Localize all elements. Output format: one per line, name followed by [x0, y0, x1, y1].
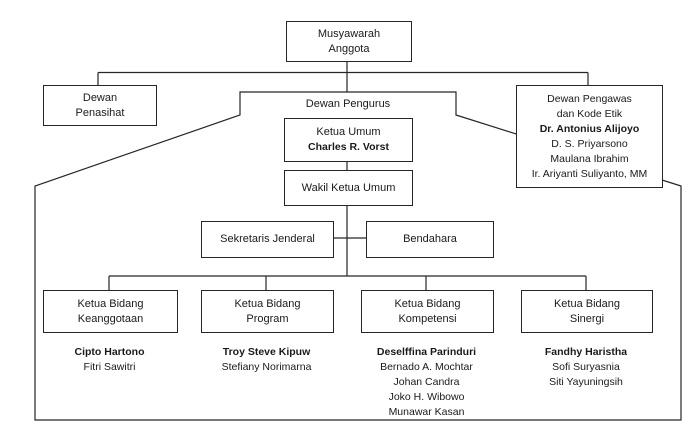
bidang-keanggotaan-box: Ketua Bidang Keanggotaan [43, 290, 178, 333]
penasihat-line2: Penasihat [75, 106, 125, 119]
bidang-sinergi-head: Fandhy Haristha [544, 346, 628, 358]
dewan-penasihat-box: Dewan Penasihat [43, 85, 157, 126]
bidang-keanggotaan-head: Cipto Hartono [74, 346, 145, 358]
bidang-kompetensi-member: Joko H. Wibowo [388, 391, 465, 403]
bidang-kompetensi-box: Ketua Bidang Kompetensi [361, 290, 494, 333]
bidang-keanggotaan-members: Cipto Hartono Fitri Sawitri [43, 345, 176, 375]
bidang-kompetensi-line1: Ketua Bidang [394, 298, 461, 311]
bidang-sinergi-box: Ketua Bidang Sinergi [521, 290, 653, 333]
bidang-keanggotaan-member: Fitri Sawitri [83, 361, 136, 373]
wakil-ketua-umum-label: Wakil Ketua Umum [301, 181, 396, 194]
musyawarah-anggota-box: Musyawarah Anggota [286, 21, 412, 62]
pengawas-member: Maulana Ibrahim [550, 152, 629, 165]
bidang-program-line2: Program [246, 312, 289, 325]
ketua-umum-name: Charles R. Vorst [308, 140, 389, 153]
sekretaris-jenderal-label: Sekretaris Jenderal [220, 233, 315, 246]
bendahara-label: Bendahara [403, 233, 457, 246]
pengawas-member: D. S. Priyarsono [551, 137, 628, 150]
bidang-sinergi-members: Fandhy Haristha Sofi Suryasnia Siti Yayu… [521, 345, 651, 390]
bidang-keanggotaan-line1: Ketua Bidang [77, 298, 144, 311]
dewan-pengawas-box: Dewan Pengawas dan Kode Etik Dr. Antoniu… [516, 85, 663, 188]
pengawas-line1: Dewan Pengawas [547, 92, 632, 105]
bidang-sinergi-line2: Sinergi [569, 312, 605, 325]
bidang-keanggotaan-line2: Keanggotaan [77, 312, 144, 325]
bidang-kompetensi-head: Deselffina Parinduri [376, 346, 477, 358]
bidang-program-box: Ketua Bidang Program [201, 290, 334, 333]
sekretaris-jenderal-box: Sekretaris Jenderal [201, 221, 334, 258]
bidang-kompetensi-members: Deselffina Parinduri Bernado A. Mochtar … [361, 345, 492, 420]
ketua-umum-box: Ketua Umum Charles R. Vorst [284, 118, 413, 162]
dewan-pengurus-label: Dewan Pengurus [305, 97, 391, 110]
bidang-sinergi-line1: Ketua Bidang [553, 298, 621, 311]
pengawas-line2: dan Kode Etik [556, 107, 623, 120]
bidang-sinergi-member: Siti Yayuningsih [549, 376, 623, 388]
musyawarah-line2: Anggota [328, 42, 370, 55]
bidang-kompetensi-member: Munawar Kasan [388, 406, 465, 418]
wakil-ketua-umum-box: Wakil Ketua Umum [284, 170, 413, 206]
bendahara-box: Bendahara [366, 221, 494, 258]
bidang-kompetensi-member: Bernado A. Mochtar [380, 361, 473, 373]
bidang-kompetensi-line2: Kompetensi [398, 312, 457, 325]
ketua-umum-label: Ketua Umum [316, 126, 381, 139]
bidang-kompetensi-member: Johan Candra [393, 376, 460, 388]
bidang-program-member: Stefiany Norimarna [221, 361, 312, 373]
pengawas-head: Dr. Antonius Alijoyo [539, 122, 640, 135]
penasihat-line1: Dewan [82, 92, 118, 105]
musyawarah-line1: Musyawarah [317, 28, 381, 41]
bidang-program-members: Troy Steve Kipuw Stefiany Norimarna [201, 345, 332, 375]
pengawas-member: Ir. Ariyanti Suliyanto, MM [531, 167, 648, 180]
bidang-program-head: Troy Steve Kipuw [222, 346, 311, 358]
bidang-program-line1: Ketua Bidang [234, 298, 301, 311]
bidang-sinergi-member: Sofi Suryasnia [552, 361, 620, 373]
